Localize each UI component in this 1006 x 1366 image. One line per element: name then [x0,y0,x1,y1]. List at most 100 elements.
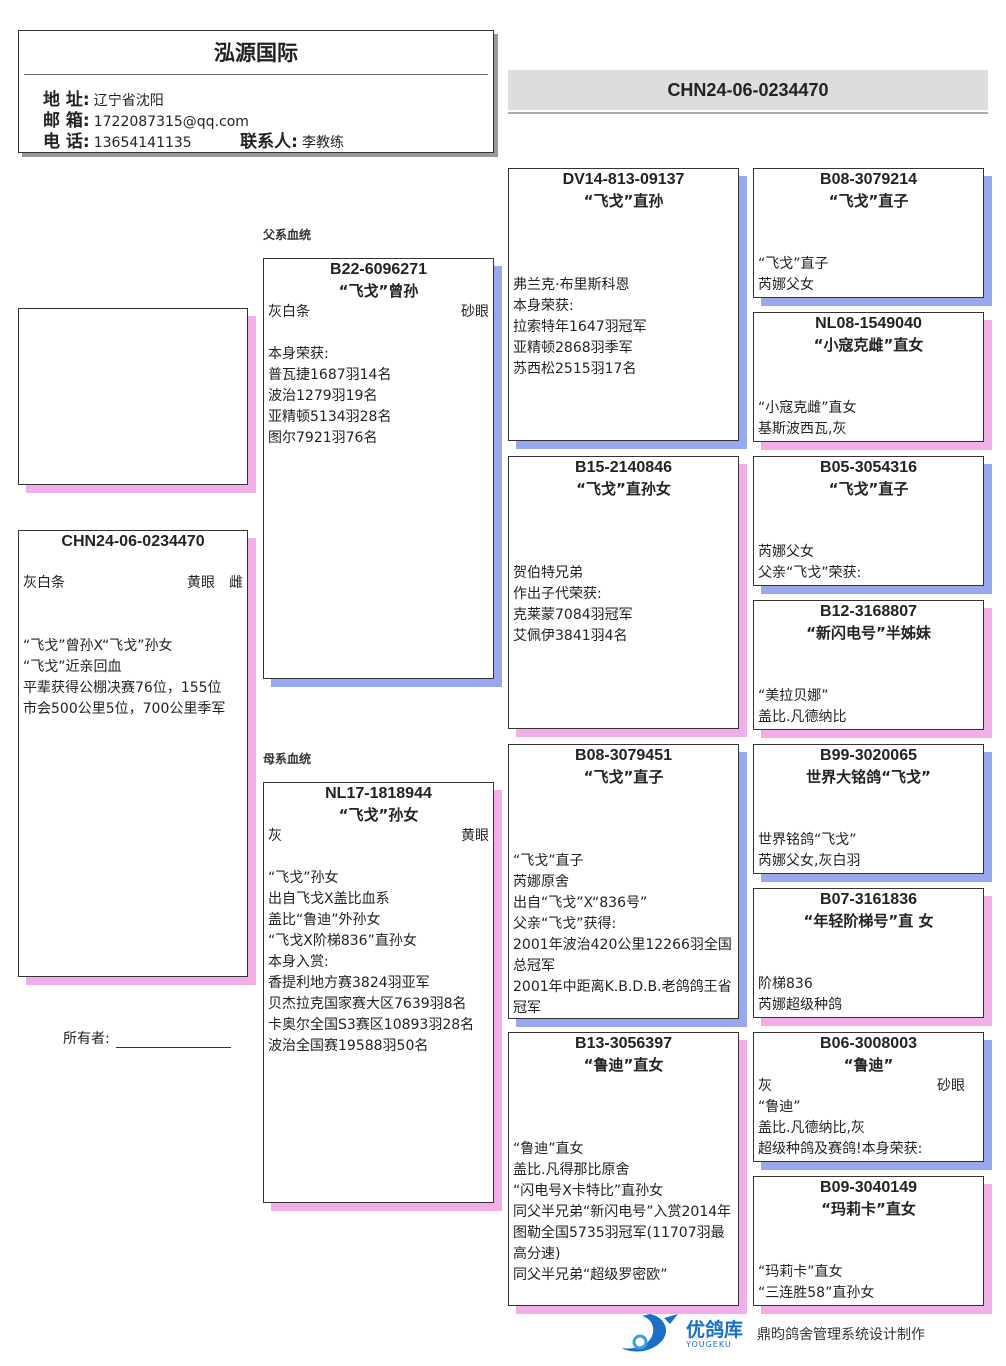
pedigree-notes: “飞戈”曾孙X“飞戈”孙女 “飞戈”近亲回血平辈获得公棚决赛76位，155位市会5… [19,594,247,720]
ring-number: B05-3054316 [820,459,917,476]
spacer [509,500,738,521]
spacer [509,788,738,809]
ring-number: NL08-1549040 [815,315,922,332]
granddam-maternal-card: B13-3056397“鲁迪”直女 “鲁迪”直女盖比.凡得那比原舍“闪电号X卡特… [508,1032,739,1306]
pigeon-title: “飞戈”直子 [828,192,909,210]
note-line: “小寇克雌”直女 [758,400,857,416]
spacer [754,212,983,233]
note-line: 世界铭鸽“飞戈” [758,832,857,848]
note-line: 平辈获得公棚决赛76位，155位 [23,680,222,696]
dam-line-label: 母系血统 [263,752,312,766]
note-line: 盖比“鲁迪”外孙女 [268,912,381,928]
ring-number: B99-3020065 [820,747,917,764]
pedigree-notes: “小寇克雌”直女基斯波西瓦,灰 [754,377,983,440]
ring-number: B22-6096271 [330,261,427,278]
note-line: “鲁迪” [758,1099,801,1115]
note-line: 贺伯特兄弟 [513,565,583,581]
eye-sex: 黄眼雌 [187,573,243,594]
pedigree-notes: “美拉贝娜”盖比.凡德纳比“图勒全国冠军”半姊妹 [754,665,983,729]
spacer [754,788,983,809]
ring-number: B13-3056397 [575,1035,672,1052]
note-line: 超级种鸽及赛鸽!本身荣获: [758,1141,923,1157]
note-line: 芮娜父女 [758,544,814,560]
note-line: 芮娜父女 [758,277,814,293]
spacer [754,1220,983,1241]
pedigree-notes: 弗兰克·布里斯科恩本身荣获:拉索特年1647羽冠军亚精顿2868羽季军苏西松25… [509,233,738,380]
note-line: 盖比.凡德纳比 [758,709,847,725]
phone-row: 电 话:13654141135 联系人:李教练 [43,127,344,152]
feather-color: 灰白条 [268,304,310,320]
ring-number: B07-3161836 [820,891,917,908]
divider [24,74,488,75]
spacer [754,932,983,953]
note-line: 市会500公里5位，700公里季军 [23,701,226,717]
note-line: 亚精顿5134羽28名 [268,409,392,425]
pigeon-title: “小寇克雌”直女 [813,336,924,354]
note-line [513,521,734,542]
great-grandparent-card: B08-3079214 “飞戈”直子 “飞戈”直子芮娜父女本身荣获: [753,168,984,298]
pedigree-notes: “飞戈”直子芮娜原舍出自“飞戈”X“836号”父亲“飞戈”获得:2001年波治4… [509,809,738,1018]
logo-text: 优鸽库 [686,1318,744,1341]
address-row: 地 址:辽宁省沈阳 [43,85,164,110]
sex: 雌 [229,575,243,591]
great-grandparent-card: B06-3008003“鲁迪”灰砂眼“鲁迪”盖比.凡德纳比,灰超级种鸽及赛鸽!本… [753,1032,984,1162]
note-line: 2001年波治420公里12266羽全国总冠军 [513,937,732,974]
pedigree-notes: “飞戈”孙女出自飞戈X盖比血系盖比“鲁迪”外孙女“飞戈X阶梯836”直孙女本身入… [264,847,493,1057]
owner-field: 所有者: [63,1028,231,1048]
loft-info-card: 泓源国际 地 址:辽宁省沈阳 邮 箱:1722087315@qq.com 电 话… [18,30,494,153]
note-line [513,254,734,275]
note-line: 盖比.凡得那比原舍 [513,1162,630,1178]
note-line [758,953,979,974]
spacer [754,356,983,377]
grandsire-maternal-card: B08-3079451“飞戈”直子 “飞戈”直子芮娜原舍出自“飞戈”X“836号… [508,744,739,1019]
note-line: “飞戈”直子 [758,256,829,272]
ring-number: B08-3079214 [820,171,917,188]
note-line: 出自“飞戈”X“836号” [513,895,648,911]
great-grandparent-card: B09-3040149“玛莉卡”直女 “玛莉卡”直女“三连胜58”直孙女“佛利卡… [753,1176,984,1306]
note-line: 2001年中距离K.B.D.B.老鸽鸽王省冠军 [513,979,732,1016]
eye-sex: 黄眼 [461,826,489,847]
pigeon-title: “飞戈”直子 [828,480,909,498]
spacer [754,644,983,665]
pedigree-notes: “鲁迪”直女盖比.凡得那比原舍“闪电号X卡特比”直孙女同父半兄弟“新闪电号”入赏… [509,1097,738,1286]
address-label: 地 址: [43,90,90,110]
credit-text: 鼎昀鸽舍管理系统设计制作 [757,1327,926,1343]
note-line: 基斯波西瓦,灰 [758,421,847,437]
loft-name: 泓源国际 [214,41,298,65]
eye-color: 黄眼 [461,828,489,844]
footer: 优鸽库 YOUGEKU 鼎昀鸽舍管理系统设计制作 [620,1312,925,1356]
email-row: 邮 箱:1722087315@qq.com [43,106,249,131]
ring-number: CHN24-06-0234470 [61,533,205,550]
dam-card: NL17-1818944“飞戈”孙女灰黄眼 “飞戈”孙女出自飞戈X盖比血系盖比“… [263,782,494,1203]
pedigree-notes: 阶梯836芮娜超级种鸽比利时芮娜原舍 [754,953,983,1017]
phone-value: 13654141135 [93,135,192,151]
feather-color: 灰 [758,1078,772,1094]
note-line: “飞戈”孙女 [268,870,339,886]
note-line: 香提利地方赛3824羽亚军 [268,975,430,991]
note-line: 苏西松2515羽17名 [513,361,637,377]
ring-number: NL17-1818944 [325,785,432,802]
spacer [509,1076,738,1097]
ring-number: B08-3079451 [575,747,672,764]
note-line [268,323,489,344]
note-line: “飞戈”近亲回血 [23,659,122,675]
great-grandparent-card: B07-3161836“年轻阶梯号”直 女 阶梯836芮娜超级种鸽比利时芮娜原舍 [753,888,984,1018]
color-eye-row: 灰黄眼 [264,826,493,847]
note-line [758,521,979,542]
note-line [513,233,734,254]
note-line: “飞戈”曾孙X“飞戈”孙女 [23,638,173,654]
eye-sex: 砂眼 [461,302,489,323]
email-label: 邮 箱: [43,111,90,131]
note-line: 本身入赏: [268,954,329,970]
note-line [758,665,979,686]
eye-color: 砂眼 [937,1078,965,1094]
note-line: 父亲“飞戈”荣获: [758,565,862,581]
note-line: “佛利卡”外孙女 [758,1304,979,1305]
pedigree-notes: “飞戈”直子芮娜父女本身荣获: [754,233,983,297]
logo-icon [622,1314,678,1352]
contact-value: 李教练 [301,135,344,151]
pigeon-title: “飞戈”孙女 [338,806,419,824]
note-line: 同父半兄弟“超级罗密欧” [513,1267,668,1283]
